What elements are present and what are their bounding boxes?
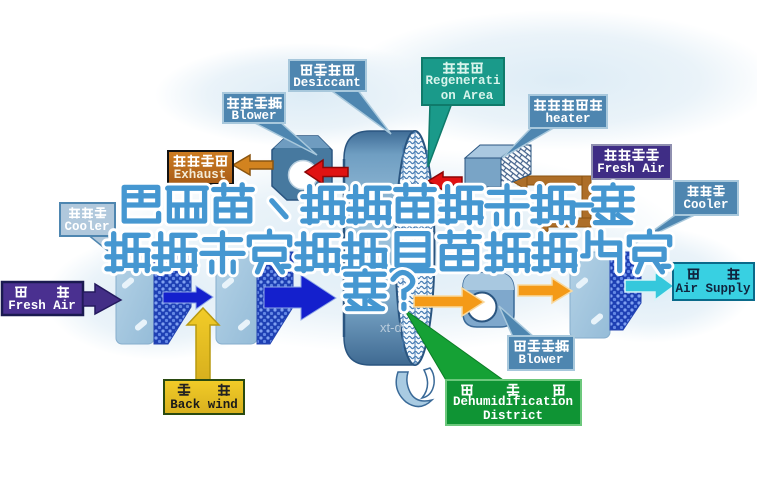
- svg-text:Air Supply: Air Supply: [675, 282, 751, 296]
- svg-text:Desiccant: Desiccant: [293, 76, 361, 90]
- svg-text:Regenerati: Regenerati: [425, 74, 500, 88]
- svg-text:on Area: on Area: [441, 89, 494, 103]
- svg-text:heater: heater: [545, 112, 590, 126]
- svg-text:District: District: [483, 409, 543, 423]
- svg-text:Fresh Air: Fresh Air: [597, 162, 665, 176]
- svg-text:xt-dry: xt-dry: [380, 320, 413, 335]
- svg-text:Blower: Blower: [518, 353, 563, 367]
- svg-text:Blower: Blower: [231, 109, 276, 123]
- svg-text:Fresh Air: Fresh Air: [8, 299, 76, 313]
- svg-text:Back wind: Back wind: [170, 398, 238, 412]
- svg-text:Exhaust: Exhaust: [174, 168, 227, 182]
- svg-text:Cooler: Cooler: [683, 198, 728, 212]
- svg-text:Dehumidification: Dehumidification: [453, 395, 573, 409]
- svg-text:Cooler: Cooler: [64, 220, 109, 234]
